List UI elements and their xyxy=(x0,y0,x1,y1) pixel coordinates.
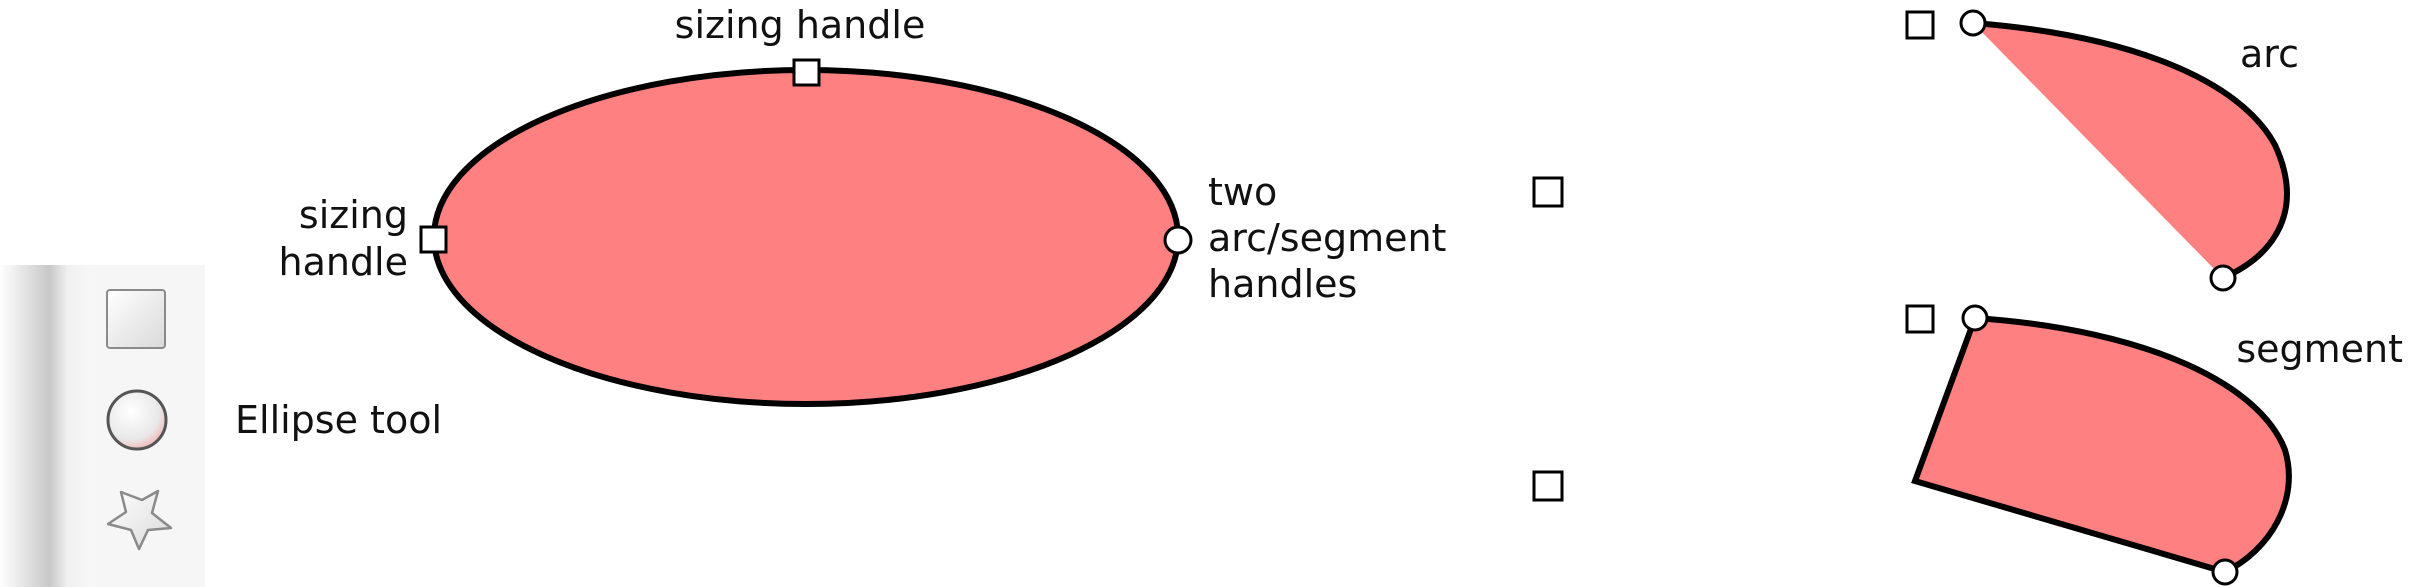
square-icon xyxy=(106,289,166,349)
arc-handle-label-line1: two xyxy=(1208,170,1277,214)
ellipse-tool-label: Ellipse tool xyxy=(235,398,442,442)
left-handle-label-line1: sizing xyxy=(299,193,408,237)
segment-end-handle[interactable] xyxy=(2211,558,2239,586)
star-icon xyxy=(106,489,173,551)
arc-segment-handle[interactable] xyxy=(1163,225,1193,255)
arc-shape[interactable] xyxy=(1973,23,2287,278)
ellipse-shape[interactable] xyxy=(431,67,1181,407)
arc-end-handle[interactable] xyxy=(2209,264,2237,292)
rectangle-tool[interactable] xyxy=(106,289,166,349)
ellipse-tool[interactable] xyxy=(106,389,168,451)
sizing-handle-lower[interactable] xyxy=(1532,470,1564,502)
arc-start-handle[interactable] xyxy=(1959,9,1987,37)
segment-start-handle[interactable] xyxy=(1961,304,1989,332)
circle-icon xyxy=(106,389,168,451)
top-sizing-handle[interactable] xyxy=(792,58,821,87)
left-handle-label-line2: handle xyxy=(278,240,408,284)
arc-stroke xyxy=(1972,20,2290,281)
segment-label: segment xyxy=(2236,327,2403,371)
arc-sizing-handle[interactable] xyxy=(1905,10,1935,40)
arc-example: arc xyxy=(1905,9,2299,292)
sizing-handle-upper[interactable] xyxy=(1532,176,1564,208)
segment-shape[interactable] xyxy=(1911,314,2292,576)
left-sizing-handle[interactable] xyxy=(419,225,448,254)
arc-handle-label-line3: handles xyxy=(1208,262,1357,306)
ellipse-shape-group: sizing handle sizing handle two arc/segm… xyxy=(278,3,1446,407)
top-handle-label: sizing handle xyxy=(675,3,926,47)
toolbar-edge-shadow xyxy=(0,265,90,587)
arc-handle-label-line2: arc/segment xyxy=(1208,216,1446,260)
segment-example: segment xyxy=(1905,304,2403,586)
toolbar: Ellipse tool xyxy=(0,265,442,587)
segment-sizing-handle[interactable] xyxy=(1905,304,1935,334)
star-tool[interactable] xyxy=(106,489,173,551)
arc-label: arc xyxy=(2240,32,2299,76)
